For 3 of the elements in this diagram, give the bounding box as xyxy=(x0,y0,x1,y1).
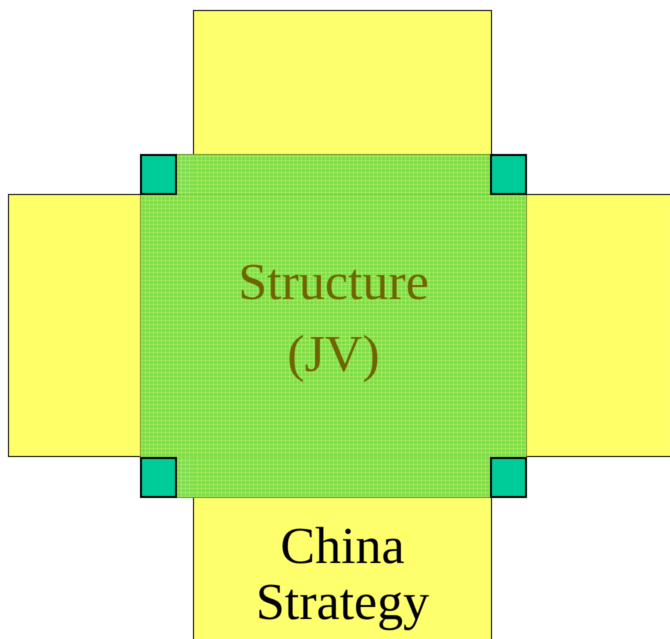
center-square xyxy=(140,154,527,498)
band-label: China Strategy xyxy=(254,519,430,631)
center-label: Structure (JV) xyxy=(237,253,430,385)
